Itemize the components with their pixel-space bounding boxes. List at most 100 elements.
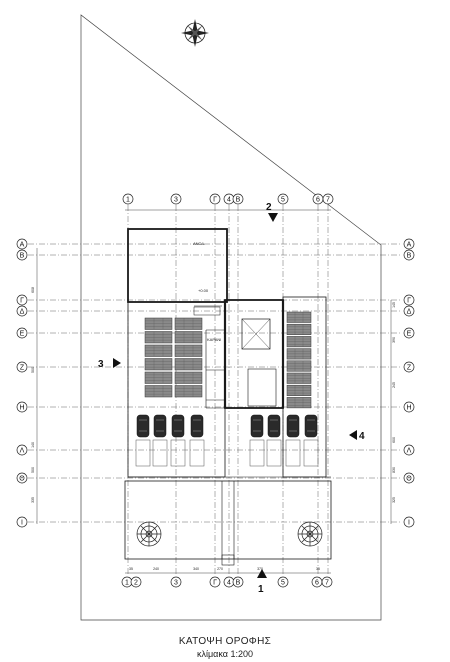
svg-text:A: A xyxy=(407,242,412,249)
grid-bubble: Z xyxy=(16,361,28,373)
solar-panel-icon xyxy=(144,385,173,398)
tank-pads xyxy=(135,439,319,467)
room-label: +0.00 xyxy=(198,288,209,293)
svg-text:5: 5 xyxy=(281,580,285,587)
grid-bubble: Γ xyxy=(16,294,28,306)
svg-text:Z: Z xyxy=(407,365,412,372)
solar-panel-icon xyxy=(144,317,173,330)
drawing-title: ΚΑΤΟΨΗ ΟΡΟΦΗΣ xyxy=(178,636,272,647)
drawing-scale: κλίμακα 1:200 xyxy=(196,649,253,659)
svg-text:6: 6 xyxy=(316,197,320,204)
dimension-text: 340 xyxy=(193,567,199,571)
plot-boundary xyxy=(80,14,382,621)
svg-text:1: 1 xyxy=(125,580,129,587)
grid-bubble: Γ xyxy=(209,193,221,205)
section-marker: 2 xyxy=(266,202,278,222)
north-arrow-icon xyxy=(181,19,209,47)
grid-bubble: B xyxy=(232,193,244,205)
svg-text:Δ: Δ xyxy=(20,309,25,316)
grid-bubble: 6 xyxy=(312,193,324,205)
svg-text:I: I xyxy=(408,520,410,527)
water-tank-icon xyxy=(267,414,281,438)
svg-text:B: B xyxy=(20,253,25,260)
svg-text:3: 3 xyxy=(174,197,178,204)
solar-panel-icon xyxy=(286,336,312,348)
dimension-text: 608 xyxy=(31,287,35,293)
grid-bubble: I xyxy=(403,516,415,528)
svg-text:2: 2 xyxy=(134,580,138,587)
grid-bubble: Θ xyxy=(403,472,415,484)
svg-text:Γ: Γ xyxy=(213,580,217,587)
svg-text:Θ: Θ xyxy=(406,476,412,483)
grid-bubble: B xyxy=(16,249,28,261)
grid-bubble: B xyxy=(232,576,244,588)
water-tanks xyxy=(136,414,318,438)
section-marker: 4 xyxy=(349,430,365,442)
section-marker: 3 xyxy=(98,358,121,370)
water-tank-icon xyxy=(250,414,264,438)
water-tank-icon xyxy=(136,414,150,438)
svg-text:5: 5 xyxy=(281,197,285,204)
svg-text:7: 7 xyxy=(326,197,330,204)
solar-panel-icon xyxy=(286,348,312,360)
svg-text:3: 3 xyxy=(98,359,104,370)
dimension-text: 500 xyxy=(31,467,35,473)
svg-text:Γ: Γ xyxy=(20,298,24,305)
water-tank-icon xyxy=(286,414,300,438)
grid-bubble: 5 xyxy=(277,193,289,205)
dimension-text: 335 xyxy=(31,497,35,503)
svg-text:Λ: Λ xyxy=(407,448,412,455)
svg-text:E: E xyxy=(407,331,412,338)
grid-bubble: Λ xyxy=(403,444,415,456)
grid-lines xyxy=(28,205,402,575)
grid-bubble: A xyxy=(16,238,28,250)
dimension-text: 500 xyxy=(31,367,35,373)
solar-panel-icon xyxy=(174,358,203,371)
grid-bubble: 1 xyxy=(122,193,134,205)
svg-text:7: 7 xyxy=(325,580,329,587)
grid-bubble: H xyxy=(16,401,28,413)
dimension-text: 240 xyxy=(153,567,159,571)
svg-text:1: 1 xyxy=(126,197,130,204)
grid-bubble: E xyxy=(16,327,28,339)
grid-bubble: 2 xyxy=(130,576,142,588)
svg-text:B: B xyxy=(236,197,241,204)
svg-text:6: 6 xyxy=(315,580,319,587)
grid-bubble: 1 xyxy=(121,576,133,588)
dimension-text: 270 xyxy=(217,567,223,571)
grid-bubble: A xyxy=(403,238,415,250)
svg-text:2: 2 xyxy=(266,202,272,213)
dimension-text: 35 xyxy=(316,567,320,571)
dimension-text: 145 xyxy=(392,302,396,308)
solar-panel-icon xyxy=(286,384,312,396)
solar-panel-icon xyxy=(286,397,312,409)
solar-panel-icon xyxy=(144,371,173,384)
grid-bubble: 4 xyxy=(223,576,235,588)
solar-panel-icon xyxy=(174,331,203,344)
svg-text:Γ: Γ xyxy=(407,298,411,305)
dimension-text: 600 xyxy=(392,437,396,443)
solar-panel-icon xyxy=(174,344,203,357)
svg-text:Θ: Θ xyxy=(19,476,25,483)
svg-text:H: H xyxy=(19,405,24,412)
water-tank-icon xyxy=(190,414,204,438)
svg-text:Δ: Δ xyxy=(407,309,412,316)
svg-text:E: E xyxy=(20,331,25,338)
grid-bubble: 3 xyxy=(170,193,182,205)
grid-bubble: Λ xyxy=(16,444,28,456)
grid-bubble: 5 xyxy=(277,576,289,588)
svg-text:A: A xyxy=(20,242,25,249)
grid-bubble: I xyxy=(16,516,28,528)
svg-text:3: 3 xyxy=(174,580,178,587)
grid-bubble: H xyxy=(403,401,415,413)
grid-bubble: 7 xyxy=(321,576,333,588)
solar-panel-icon xyxy=(174,371,203,384)
dimension-text: 390 xyxy=(392,337,396,343)
grid-bubble: Δ xyxy=(16,305,28,317)
dimension-lines xyxy=(36,209,392,574)
grid-bubble: Θ xyxy=(16,472,28,484)
dimension-text: 830 xyxy=(392,467,396,473)
spiral-vent-icon xyxy=(297,521,323,547)
